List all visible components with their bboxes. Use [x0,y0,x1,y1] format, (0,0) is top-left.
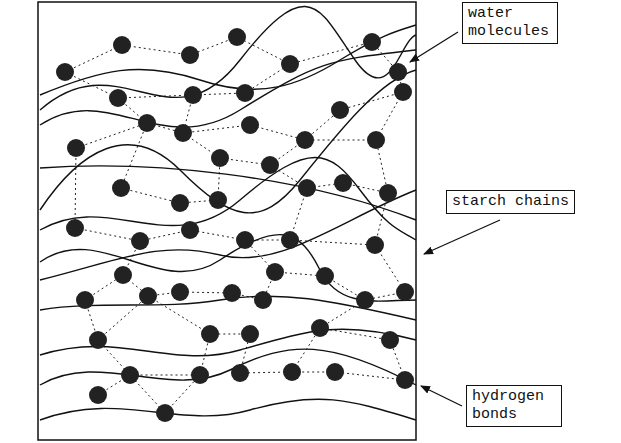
frame [38,2,416,440]
hydrogen-bonds [65,37,405,413]
label-text: hydrogen bonds [472,388,556,424]
leader-arrows [410,32,500,406]
label-box: starch chains [446,190,575,214]
label-box: hydrogen bonds [466,385,562,427]
label-text: starch chains [452,193,569,211]
starch-chains [40,6,416,420]
water-molecules [56,28,414,422]
label-text: water molecules [468,5,552,41]
label-box: water molecules [462,2,558,44]
